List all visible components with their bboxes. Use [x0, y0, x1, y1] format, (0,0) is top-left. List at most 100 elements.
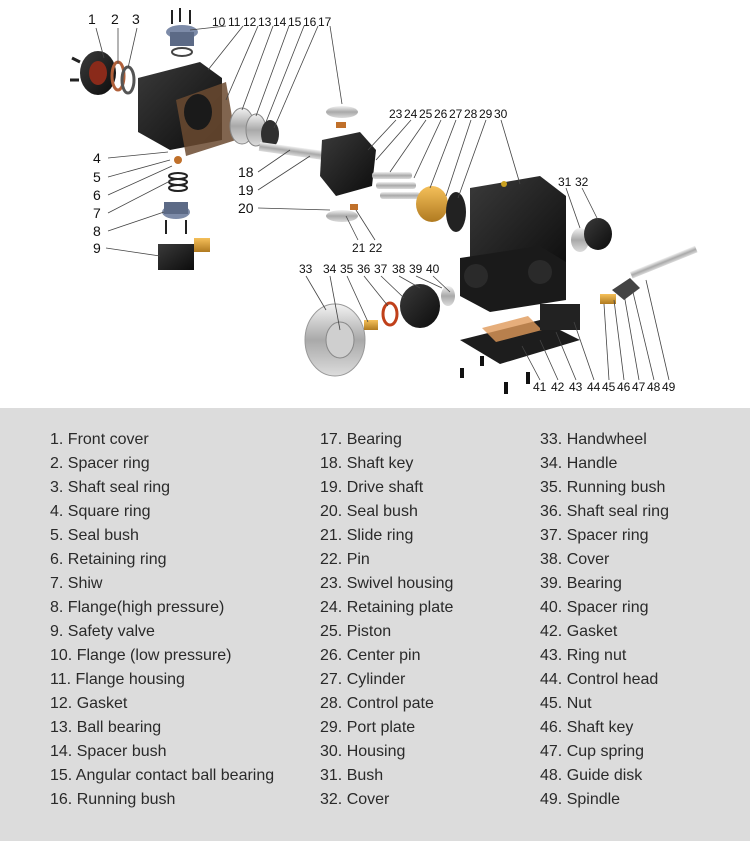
callout-46: 46 — [617, 380, 631, 394]
flange-housing-part — [138, 62, 236, 156]
spindle-part — [600, 245, 698, 304]
callout-39: 39 — [409, 262, 423, 276]
legend-item: 35. Running bush — [540, 479, 666, 496]
callout-35: 35 — [340, 262, 354, 276]
callout-5: 5 — [93, 169, 101, 185]
callout-2: 2 — [111, 11, 119, 27]
callout-8: 8 — [93, 223, 101, 239]
legend-item: 32. Cover — [320, 791, 390, 808]
legend-item: 22. Pin — [320, 551, 370, 568]
legend-item: 21. Slide ring — [320, 527, 414, 544]
callout-12: 12 — [243, 15, 257, 29]
legend-item: 8. Flange(high pressure) — [50, 599, 225, 616]
callout-45: 45 — [602, 380, 616, 394]
callout-25: 25 — [419, 107, 433, 121]
callout-15: 15 — [288, 15, 302, 29]
legend-item: 47. Cup spring — [540, 743, 645, 760]
legend-item: 18. Shaft key — [320, 455, 414, 472]
bolt-set-part — [460, 356, 530, 394]
callout-13: 13 — [258, 15, 272, 29]
legend-item: 28. Control pate — [320, 695, 434, 712]
callout-23: 23 — [389, 107, 403, 121]
callout-19: 19 — [238, 182, 254, 198]
callout-18: 18 — [238, 164, 254, 180]
legend-item: 48. Guide disk — [540, 767, 643, 784]
legend-item: 44. Control head — [540, 671, 659, 688]
legend-item: 37. Spacer ring — [540, 527, 649, 544]
legend-item: 3. Shaft seal ring — [50, 479, 171, 496]
legend-item: 49. Spindle — [540, 791, 621, 808]
legend-item: 39. Bearing — [540, 575, 622, 592]
callout-14: 14 — [273, 15, 287, 29]
legend-item: 16. Running bush — [50, 791, 176, 808]
callout-41: 41 — [533, 380, 547, 394]
callout-49: 49 — [662, 380, 676, 394]
legend-item: 40. Spacer ring — [540, 599, 649, 616]
housing-part — [460, 176, 566, 312]
callout-33: 33 — [299, 262, 313, 276]
exploded-view-diagram: 1 2 3 10 11 12 13 14 15 16 17 4 5 6 7 8 … — [0, 0, 750, 408]
legend-item: 43. Ring nut — [540, 647, 627, 664]
callout-26: 26 — [434, 107, 448, 121]
safety-valve-part — [158, 238, 210, 270]
front-cover-part — [70, 51, 136, 95]
callout-6: 6 — [93, 187, 101, 203]
legend-item: 27. Cylinder — [320, 671, 406, 688]
callout-37: 37 — [374, 262, 388, 276]
callout-3: 3 — [132, 11, 140, 27]
callout-28: 28 — [464, 107, 478, 121]
leader-lines — [95, 25, 670, 381]
callout-20: 20 — [238, 200, 254, 216]
legend-item: 1. Front cover — [50, 431, 149, 448]
callout-7: 7 — [93, 205, 101, 221]
legend-column-3: 33. Handwheel 34. Handle 35. Running bus… — [540, 428, 669, 812]
callout-29: 29 — [479, 107, 493, 121]
callout-42: 42 — [551, 380, 565, 394]
legend-item: 15. Angular contact ball bearing — [50, 767, 275, 784]
swivel-housing-part — [320, 106, 376, 222]
legend-item: 17. Bearing — [320, 431, 402, 448]
callout-47: 47 — [632, 380, 646, 394]
legend-item: 29. Port plate — [320, 719, 416, 736]
legend-item: 7. Shiw — [50, 575, 103, 592]
callout-27: 27 — [449, 107, 463, 121]
legend-item: 19. Drive shaft — [320, 479, 424, 496]
callout-30: 30 — [494, 107, 508, 121]
legend-item: 2. Spacer ring — [50, 455, 150, 472]
legend-item: 30. Housing — [320, 743, 406, 760]
piston-set-part — [372, 172, 420, 199]
legend-item: 26. Center pin — [320, 647, 421, 664]
legend-item: 14. Spacer bush — [50, 743, 167, 760]
legend-item: 36. Shaft seal ring — [540, 503, 669, 520]
cylinder-part — [416, 186, 448, 222]
callout-44: 44 — [587, 380, 601, 394]
legend-item: 23. Swivel housing — [320, 575, 454, 592]
callout-34: 34 — [323, 262, 337, 276]
legend-item: 20. Seal bush — [320, 503, 418, 520]
callout-11: 11 — [228, 15, 241, 29]
exploded-view-drawing: 1 2 3 10 11 12 13 14 15 16 17 4 5 6 7 8 … — [70, 8, 698, 394]
legend-item: 33. Handwheel — [540, 431, 647, 448]
control-head-part — [460, 304, 580, 364]
spring-part — [168, 156, 188, 192]
legend-item: 11. Flange housing — [50, 671, 185, 688]
callout-24: 24 — [404, 107, 418, 121]
high-pressure-flange-part — [162, 202, 190, 234]
callout-labels: 1 2 3 10 11 12 13 14 15 16 17 4 5 6 7 8 … — [88, 11, 676, 394]
callout-17: 17 — [318, 15, 332, 29]
callout-48: 48 — [647, 380, 661, 394]
legend-item: 5. Seal bush — [50, 527, 139, 544]
callout-16: 16 — [303, 15, 317, 29]
parts-legend: 1. Front cover 2. Spacer ring 3. Shaft s… — [0, 408, 750, 841]
legend-item: 34. Handle — [540, 455, 618, 472]
low-pressure-flange-part — [166, 8, 198, 57]
callout-1: 1 — [88, 11, 96, 27]
legend-item: 42. Gasket — [540, 623, 618, 640]
legend-item: 6. Retaining ring — [50, 551, 167, 568]
legend-item: 9. Safety valve — [50, 623, 155, 640]
callout-38: 38 — [392, 262, 406, 276]
running-bush-part — [364, 320, 378, 330]
legend-item: 12. Gasket — [50, 695, 128, 712]
callout-4: 4 — [93, 150, 101, 166]
drive-shaft-part — [258, 142, 330, 161]
